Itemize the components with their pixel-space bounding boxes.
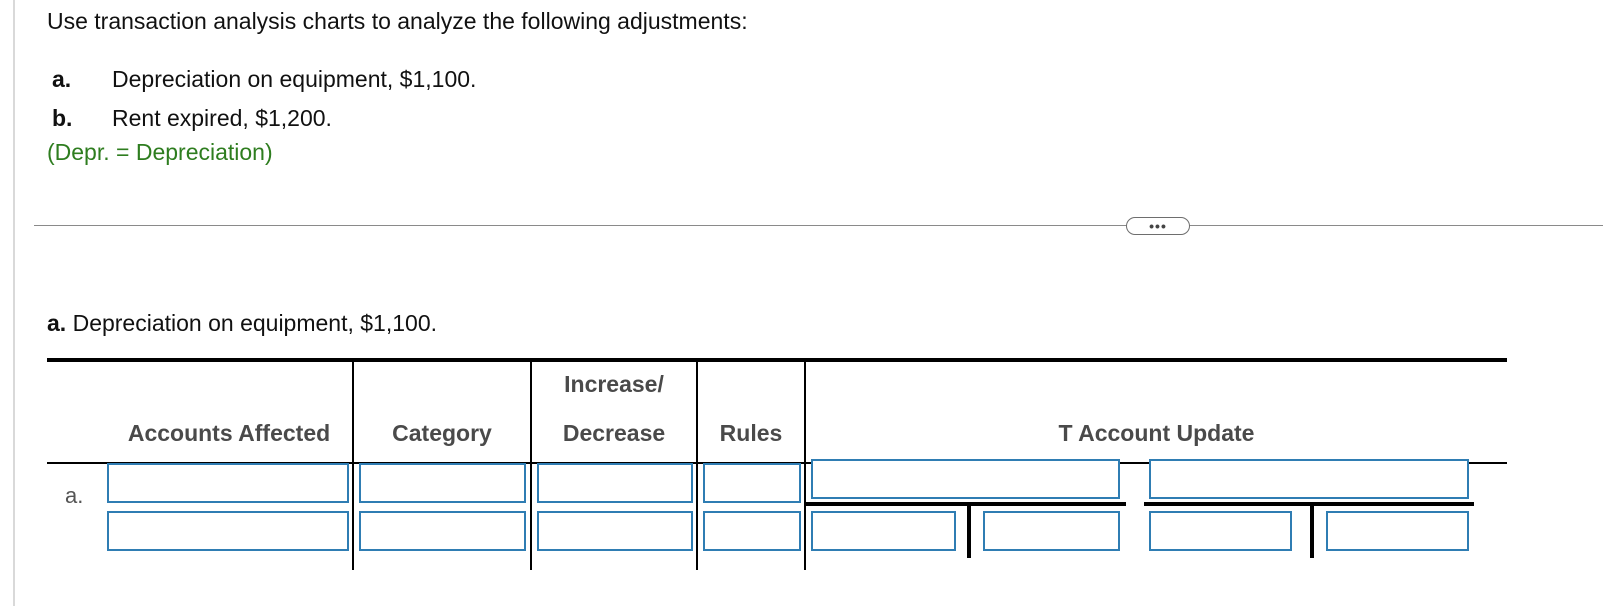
t-account-2-crossbar [1144, 502, 1474, 506]
instructions-text: Use transaction analysis charts to analy… [47, 8, 748, 34]
adjustment-item-b: b. Rent expired, $1,200. [52, 99, 476, 138]
section-title: a. Depreciation on equipment, $1,100. [47, 310, 437, 337]
header-category: Category [392, 420, 492, 446]
category-input-2[interactable] [359, 511, 526, 551]
account-input-2[interactable] [107, 511, 349, 551]
t-account-1-credit-input[interactable] [983, 511, 1120, 551]
t-account-2-debit-input[interactable] [1149, 511, 1292, 551]
table-top-border [47, 358, 1507, 362]
abbreviation-note: (Depr. = Depreciation) [47, 139, 273, 165]
adjustment-letter: a. [52, 66, 72, 92]
increase-decrease-input-2[interactable] [537, 511, 693, 551]
t-account-2-title-input[interactable] [1149, 459, 1469, 499]
column-divider [352, 362, 354, 570]
rules-input-2[interactable] [703, 511, 801, 551]
section-text: Depreciation on equipment, $1,100. [66, 310, 437, 336]
page-left-border [13, 0, 15, 606]
column-divider [530, 362, 532, 570]
adjustment-item-a: a. Depreciation on equipment, $1,100. [52, 60, 476, 99]
t-account-1-stem [967, 502, 971, 558]
header-rules: Rules [719, 420, 783, 446]
rules-input-1[interactable] [703, 463, 801, 503]
transaction-analysis-chart: Accounts Affected Category Increase/ Dec… [47, 358, 1507, 570]
header-increase: Increase/ [564, 371, 664, 397]
row-label: a. [65, 483, 84, 508]
header-accounts-affected: Accounts Affected [127, 420, 331, 446]
t-account-2-stem [1310, 502, 1314, 558]
account-input-1[interactable] [107, 463, 349, 503]
section-label: a. [47, 310, 67, 336]
adjustment-letter: b. [52, 105, 73, 131]
section-divider [34, 225, 1603, 226]
more-options-button[interactable]: ••• [1126, 217, 1190, 235]
category-input-1[interactable] [359, 463, 526, 503]
adjustment-list: a. Depreciation on equipment, $1,100. b.… [52, 60, 476, 138]
adjustment-text: Depreciation on equipment, $1,100. [112, 66, 477, 92]
t-account-1-debit-input[interactable] [811, 511, 956, 551]
column-divider [804, 362, 806, 570]
t-account-1-title-input[interactable] [811, 459, 1120, 499]
header-decrease: Decrease [562, 420, 666, 446]
header-t-account-update: T Account Update [1058, 420, 1255, 446]
increase-decrease-input-1[interactable] [537, 463, 693, 503]
t-account-2-credit-input[interactable] [1326, 511, 1469, 551]
t-account-1-crossbar [806, 502, 1126, 506]
column-divider [696, 362, 698, 570]
adjustment-text: Rent expired, $1,200. [112, 105, 332, 131]
